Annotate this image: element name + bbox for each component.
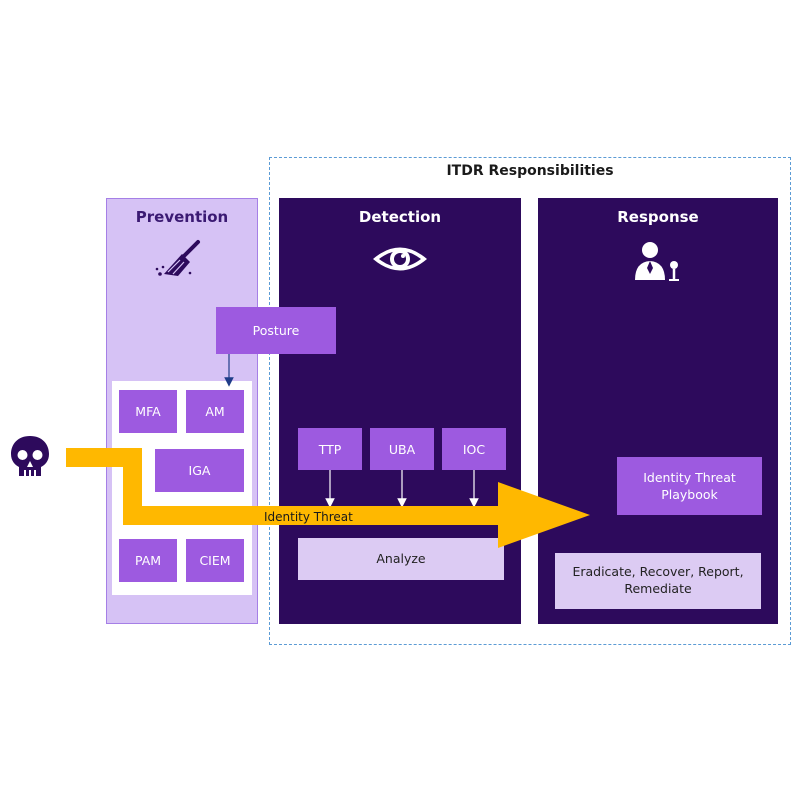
skull-icon	[9, 434, 51, 480]
posture-box: Posture	[216, 307, 336, 354]
response-title: Response	[617, 208, 699, 226]
identity-threat-arrow	[66, 448, 590, 548]
eye-icon	[370, 240, 430, 278]
person-speaking-icon	[630, 238, 690, 282]
itdr-title: ITDR Responsibilities	[446, 163, 614, 179]
broom-icon	[152, 238, 212, 278]
pam-chip: PAM	[119, 539, 177, 582]
ioc-chip: IOC	[442, 428, 506, 470]
am-chip: AM	[186, 390, 244, 433]
ciem-chip: CIEM	[186, 539, 244, 582]
itdr-responsibilities-region	[269, 157, 791, 645]
uba-chip: UBA	[370, 428, 434, 470]
mfa-chip: MFA	[119, 390, 177, 433]
prevention-title: Prevention	[135, 208, 229, 226]
iga-chip: IGA	[155, 449, 244, 492]
identity-threat-label: Identity Threat	[264, 510, 353, 524]
response-actions-box: Eradicate, Recover, Report, Remediate	[555, 553, 761, 609]
ttp-chip: TTP	[298, 428, 362, 470]
analyze-box: Analyze	[298, 538, 504, 580]
identity-threat-playbook-box: Identity Threat Playbook	[617, 457, 762, 515]
detection-title: Detection	[358, 208, 442, 226]
